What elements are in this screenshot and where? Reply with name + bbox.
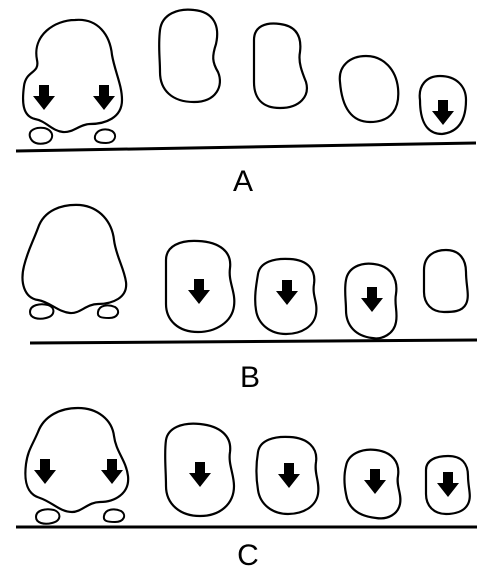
panel-b-foot-left [30, 304, 53, 318]
panel-a-foot-left [30, 128, 52, 144]
panel-c-arrow-6 [437, 472, 459, 497]
panel-c-foot-left [36, 509, 59, 523]
panel-c: C [16, 408, 477, 572]
panel-a: A [16, 10, 476, 198]
panel-b-arrow-1 [188, 279, 210, 304]
panel-c-arrow-4 [278, 463, 300, 488]
panel-b: B [23, 205, 477, 394]
panel-b-arrow-3 [361, 287, 383, 312]
panel-c-arrow-5 [364, 469, 386, 494]
panel-b-shape-5 [424, 250, 468, 312]
panel-a-arrow-3 [432, 100, 454, 125]
panel-a-large-shape [23, 20, 122, 132]
panel-a-shape-4 [340, 56, 399, 122]
panel-c-arrow-2 [101, 459, 123, 484]
panel-b-label: B [240, 361, 260, 394]
panel-c-arrow-3 [189, 462, 211, 487]
panel-a-arrow-1 [33, 85, 55, 110]
panel-c-foot-right [104, 509, 124, 522]
panel-a-baseline [16, 143, 476, 151]
panel-b-foot-right [98, 305, 118, 318]
panel-a-arrow-2 [93, 85, 115, 110]
panel-b-large-shape [23, 205, 127, 313]
panel-a-shape-2 [159, 10, 220, 102]
panel-c-label: C [237, 539, 259, 572]
panel-c-arrow-1 [34, 459, 56, 484]
panel-b-arrow-2 [276, 280, 298, 305]
panel-a-shape-3 [254, 24, 307, 108]
panel-b-baseline [30, 340, 477, 343]
panel-a-foot-right [95, 129, 115, 143]
panel-a-label: A [233, 165, 253, 198]
